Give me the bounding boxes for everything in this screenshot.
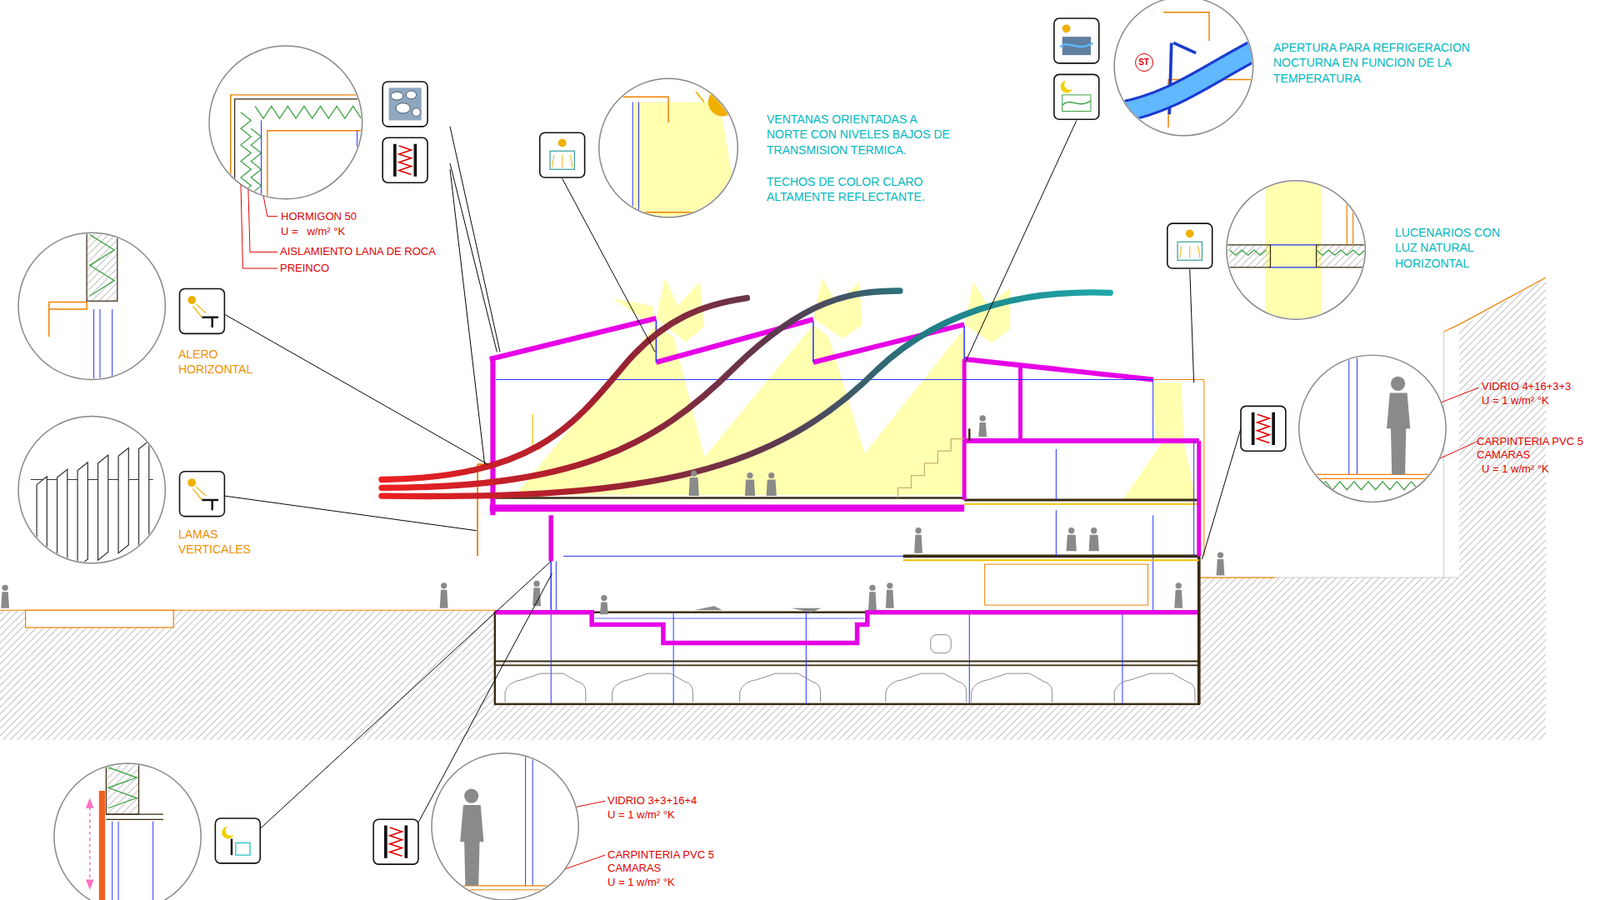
people bbox=[0, 415, 1225, 615]
design-note: VENTANAS ORIENTADAS A NORTE CON NIVELES … bbox=[766, 111, 960, 158]
design-note: LUCENARIOS CON LUZ NATURAL HORIZONTAL bbox=[1395, 225, 1520, 271]
ground bbox=[0, 277, 1546, 740]
airflow-curves bbox=[381, 290, 1110, 497]
structure bbox=[477, 318, 1205, 705]
u-value: U = 1 w/m² °K bbox=[607, 808, 675, 822]
red-leaders bbox=[239, 101, 1480, 880]
frame-spec: CARPINTERIA PVC 5 CAMARAS bbox=[1476, 435, 1584, 462]
u-value: U = 1 w/m² °K bbox=[1481, 462, 1550, 476]
leader-lines bbox=[224, 120, 1241, 829]
glazing-spec: VIDRIO 4+16+3+3 bbox=[1481, 380, 1571, 394]
design-note: APERTURA PARA REFRIGERACION NOCTURNA EN … bbox=[1273, 40, 1503, 86]
frame-spec: CARPINTERIA PVC 5 CAMARAS bbox=[607, 848, 715, 875]
node-text: ST bbox=[1138, 58, 1150, 67]
design-note: TECHOS DE COLOR CLARO ALTAMENTE REFLECTA… bbox=[766, 174, 960, 205]
u-value: U = 1 w/m² °K bbox=[607, 875, 675, 890]
glazing-spec: VIDRIO 3+3+16+4 bbox=[607, 794, 697, 808]
u-value: U = 1 w/m² °K bbox=[1481, 394, 1550, 408]
material-label: AISLAMIENTO LANA DE ROCA bbox=[280, 245, 436, 259]
u-value: U = w/m² °K bbox=[280, 225, 345, 239]
detail-circles bbox=[18, 0, 1450, 900]
shading-label: LAMAS VERTICALES bbox=[178, 526, 269, 558]
material-label: HORMIGON 50 bbox=[280, 210, 357, 224]
strategy-icons bbox=[180, 18, 1286, 865]
material-label: PREINCO bbox=[280, 261, 330, 275]
sensor-symbol: ST bbox=[1135, 53, 1154, 72]
shading-label: ALERO HORIZONTAL bbox=[178, 346, 269, 378]
